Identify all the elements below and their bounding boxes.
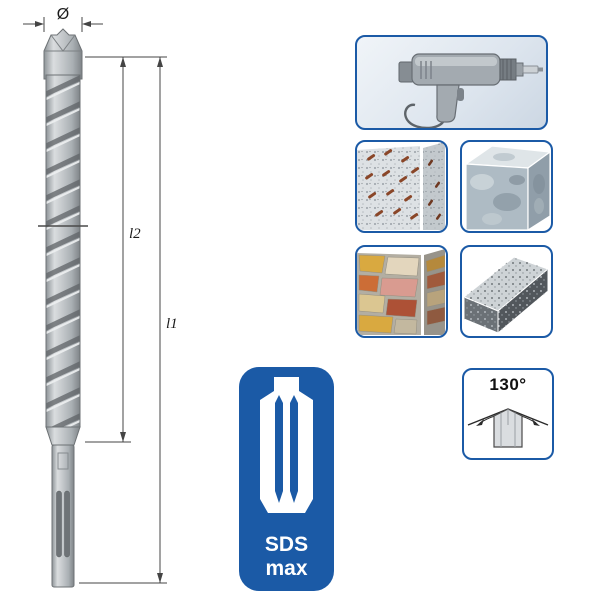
drill-bit bbox=[38, 28, 88, 588]
granite-stone-icon bbox=[460, 140, 553, 233]
dimension-lines bbox=[23, 17, 167, 584]
l1-label: l1 bbox=[166, 316, 178, 332]
tip-angle-label: 130° bbox=[489, 375, 527, 394]
max-label: max bbox=[265, 556, 308, 580]
hammer-drill-pictogram bbox=[398, 53, 543, 128]
drill-bit-drawing: Ø l2 l1 bbox=[23, 6, 178, 588]
sds-max-text: SDS max bbox=[265, 533, 308, 580]
sds-label: SDS bbox=[264, 533, 309, 556]
sds-max-shank-profile bbox=[260, 377, 313, 513]
diameter-symbol: Ø bbox=[57, 6, 69, 23]
rebar-dashes bbox=[365, 149, 420, 220]
aggregate-screed-icon bbox=[460, 245, 553, 338]
sds-max-badge: SDS max bbox=[239, 367, 334, 591]
hammer-drill-icon bbox=[355, 35, 548, 130]
reinforced-concrete-pictogram bbox=[357, 142, 445, 230]
tip-angle-icon: 130° bbox=[462, 368, 554, 460]
reinforced-concrete-icon bbox=[355, 140, 448, 233]
aggregate-pictogram bbox=[463, 256, 549, 335]
stones bbox=[358, 254, 445, 335]
tip-angle-diagram bbox=[467, 408, 549, 448]
masonry-pictogram bbox=[357, 249, 445, 335]
masonry-icon bbox=[355, 245, 448, 338]
granite-pictogram bbox=[464, 145, 550, 230]
l2-label: l2 bbox=[129, 226, 141, 242]
